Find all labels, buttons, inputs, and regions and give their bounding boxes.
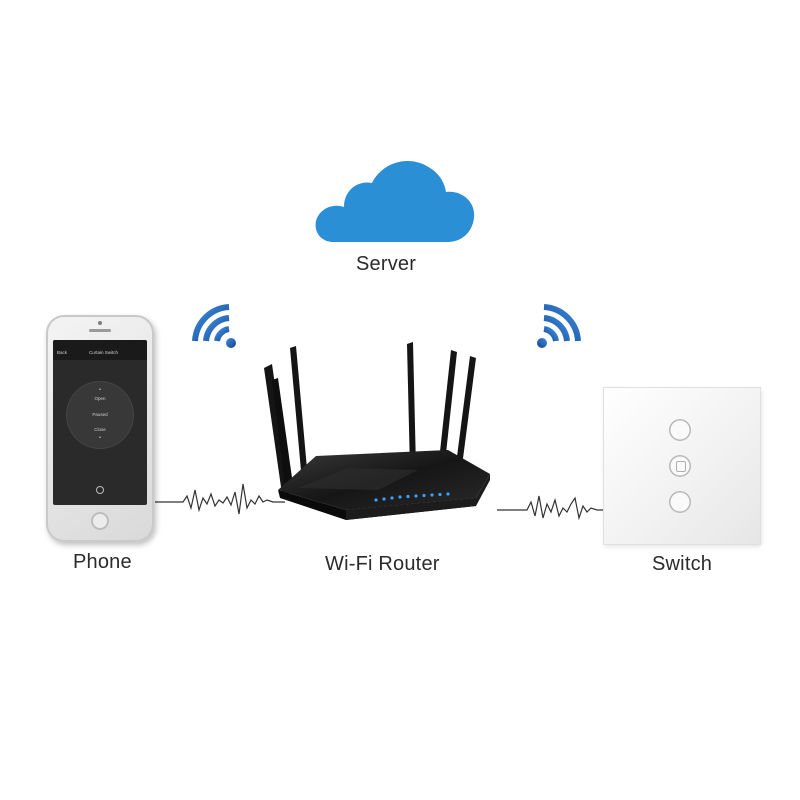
power-icon[interactable] [96, 486, 104, 494]
router-label: Wi-Fi Router [325, 553, 440, 575]
router-icon [264, 342, 490, 520]
switch-close-button[interactable] [669, 491, 691, 513]
wifi-signal-icon-left [192, 304, 236, 348]
cloud-icon [315, 160, 475, 242]
phone-app-header: Back Curtain Switch [53, 340, 147, 360]
phone-device: Back Curtain Switch ⌃ Open Paused Close … [46, 315, 154, 542]
home-button[interactable] [91, 512, 109, 530]
chevron-down-icon[interactable]: ⌄ [97, 434, 103, 440]
phone-speaker [89, 329, 111, 332]
phone-camera [98, 321, 102, 325]
signal-wave-router-switch [497, 495, 607, 521]
phone-back-link[interactable]: Back [57, 350, 68, 355]
wall-switch-panel [604, 388, 760, 544]
open-label: Open [94, 396, 106, 401]
switch-label: Switch [652, 553, 713, 575]
chevron-up-icon[interactable]: ⌃ [97, 389, 103, 395]
phone-label: Phone [73, 551, 132, 573]
phone-app-title: Curtain Switch [89, 350, 119, 355]
phone-screen: Back Curtain Switch ⌃ Open Paused Close … [53, 340, 147, 505]
wifi-signal-icon-right [537, 304, 581, 348]
curtain-control-dial: ⌃ Open Paused Close ⌄ [67, 382, 133, 448]
close-label: Close [94, 427, 106, 432]
signal-wave-phone-router [155, 483, 285, 515]
server-label: Server [356, 253, 417, 275]
switch-open-button[interactable] [669, 419, 691, 441]
switch-pause-button[interactable] [669, 455, 691, 477]
paused-label[interactable]: Paused [92, 412, 108, 417]
